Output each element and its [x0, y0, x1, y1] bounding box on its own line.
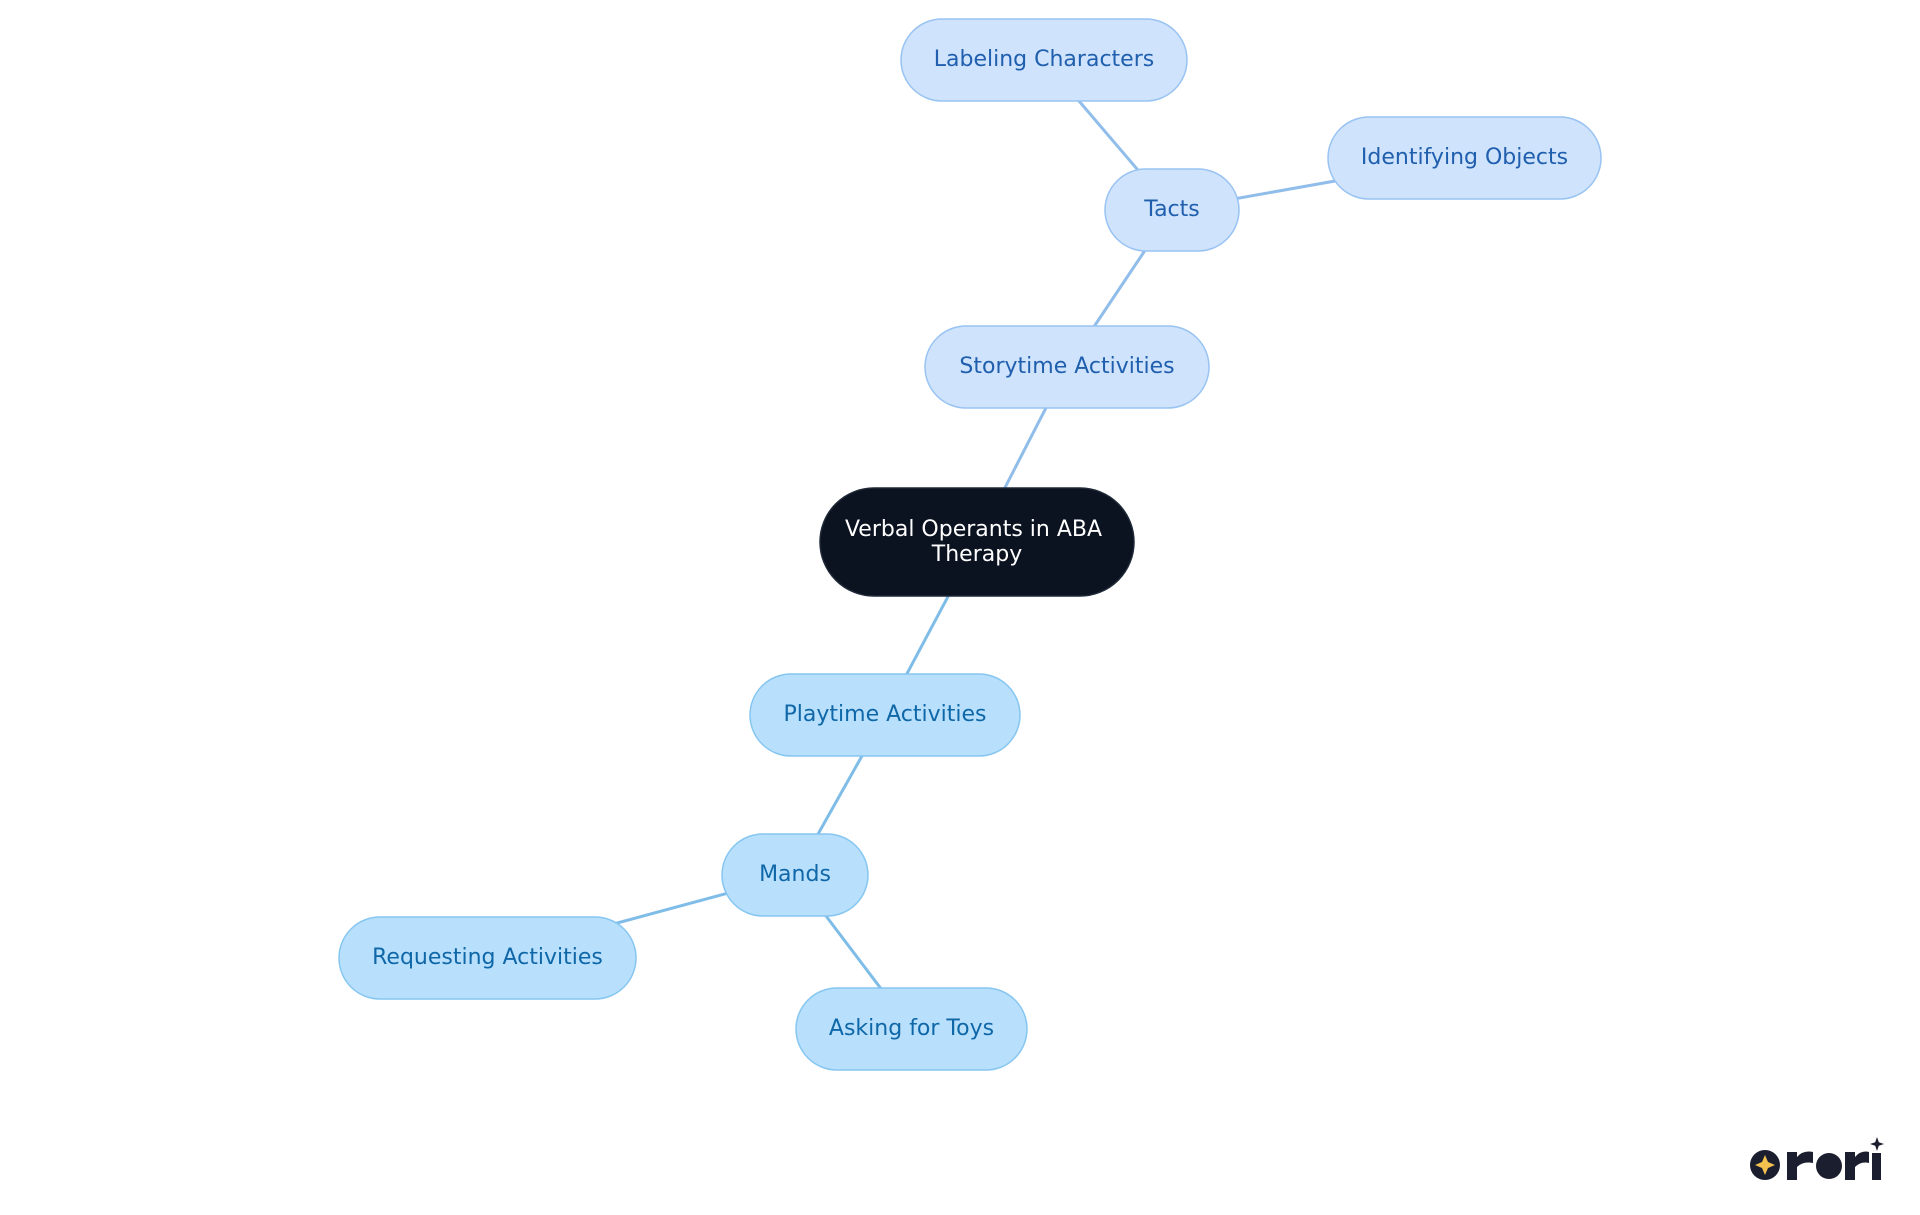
node-shape [900, 18, 1188, 102]
node-shape [749, 673, 1021, 757]
node-tacts[interactable]: Tacts [1104, 168, 1240, 252]
node-label: Asking for Toys [829, 1016, 994, 1041]
logo-letter-r [1787, 1151, 1813, 1180]
node-shape [338, 916, 637, 1000]
node-label: Labeling Characters [934, 47, 1154, 72]
root-label-line-1: Verbal Operants in ABA [845, 517, 1102, 542]
logo-letter-i [1872, 1153, 1881, 1180]
node-requesting-activities[interactable]: Requesting Activities [338, 916, 637, 1000]
logo-letter-o [1816, 1153, 1842, 1179]
node-label: Mands [759, 862, 831, 887]
logo-letter-r [1845, 1151, 1869, 1180]
node-shape [1327, 116, 1602, 200]
node-shape [924, 325, 1210, 409]
node-label: Requesting Activities [372, 945, 603, 970]
node-asking-for-toys[interactable]: Asking for Toys [795, 987, 1028, 1071]
nodes-layer: Verbal Operants in ABA Therapy Storytime… [338, 18, 1602, 1071]
star-icon [1755, 1155, 1775, 1175]
node-label: Playtime Activities [784, 702, 987, 727]
root-label-line-2: Therapy [931, 542, 1022, 567]
rori-logo-icon [1750, 1137, 1884, 1180]
node-shape [795, 987, 1028, 1071]
sparkle-icon [1870, 1137, 1884, 1151]
node-shape [1104, 168, 1240, 252]
node-labeling-characters[interactable]: Labeling Characters [900, 18, 1188, 102]
node-identifying-objects[interactable]: Identifying Objects [1327, 116, 1602, 200]
node-shape [721, 833, 869, 917]
node-mands[interactable]: Mands [721, 833, 869, 917]
node-label: Identifying Objects [1361, 145, 1568, 170]
root-node-label: Verbal Operants in ABA Therapy [845, 517, 1109, 567]
node-playtime-activities[interactable]: Playtime Activities [749, 673, 1021, 757]
node-storytime-activities[interactable]: Storytime Activities [924, 325, 1210, 409]
node-label: Tacts [1143, 197, 1199, 222]
root-node[interactable]: Verbal Operants in ABA Therapy [819, 487, 1135, 597]
root-node-shape [819, 487, 1135, 597]
node-label: Storytime Activities [959, 354, 1174, 379]
